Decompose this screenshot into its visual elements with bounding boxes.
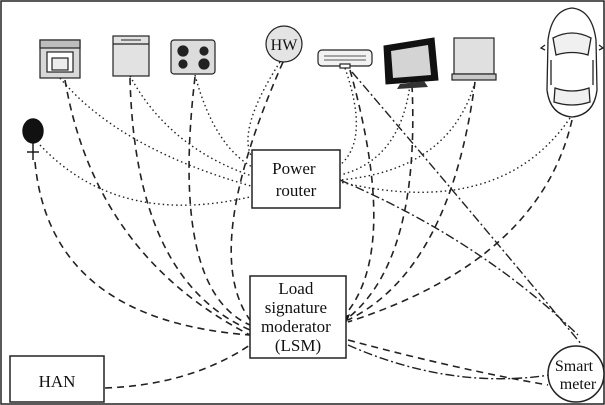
meter-link-lsm bbox=[347, 344, 551, 380]
signal-link-meter bbox=[347, 339, 549, 386]
signal-link-tv bbox=[347, 84, 414, 319]
lsm-node: Load signature moderator (LSM) bbox=[249, 275, 347, 359]
power-link-freezer bbox=[129, 75, 259, 179]
han-label: HAN bbox=[39, 372, 76, 391]
power-link-lamp bbox=[39, 144, 259, 206]
signal-link-washer bbox=[64, 79, 251, 336]
hot-water-heater-icon: HW bbox=[265, 25, 303, 63]
svg-text:Load signature mod: Load signature moderator (LSM) bbox=[261, 279, 335, 355]
power-link-cooktop bbox=[194, 74, 259, 171]
meter-links bbox=[339, 71, 583, 380]
signal-link-ac bbox=[344, 69, 375, 316]
power-link-ac bbox=[339, 67, 358, 166]
power-link-washer bbox=[59, 77, 259, 189]
power-link-tv bbox=[339, 84, 411, 176]
electric-car-icon bbox=[539, 7, 605, 118]
meter-link-ac bbox=[351, 71, 583, 346]
signal-link-car bbox=[347, 119, 573, 323]
appliance-box-icon bbox=[451, 37, 497, 81]
signal-links bbox=[34, 61, 573, 389]
power-router-label-line-2: router bbox=[276, 181, 317, 200]
lsm-label-line-4: (LSM) bbox=[275, 336, 321, 355]
signal-link-han bbox=[104, 344, 251, 389]
washing-machine-icon bbox=[39, 39, 81, 79]
power-router-node: Power router bbox=[251, 149, 341, 209]
lsm-label-line-1: Load bbox=[278, 279, 313, 298]
power-link-car bbox=[339, 117, 571, 193]
power-link-box bbox=[339, 81, 476, 181]
smart-meter-label-line-2: meter bbox=[560, 376, 597, 393]
han-node: HAN bbox=[9, 355, 105, 403]
lsm-label-line-2: signature bbox=[265, 298, 327, 317]
lsm-label-line-3: moderator bbox=[261, 317, 331, 336]
signal-link-box bbox=[347, 81, 476, 321]
freezer-icon bbox=[112, 35, 150, 77]
air-conditioner-icon bbox=[317, 49, 373, 69]
power-router-label-line-1: Power bbox=[272, 159, 316, 178]
signal-link-freezer bbox=[129, 77, 251, 331]
signal-link-lamp bbox=[34, 161, 251, 336]
svg-text:Smart meter: Smart meter bbox=[555, 358, 597, 393]
lamp-icon bbox=[22, 118, 44, 160]
svg-text:Power router: Power router bbox=[272, 159, 320, 200]
smart-meter-node: Smart meter bbox=[547, 345, 605, 403]
hw-label: HW bbox=[271, 37, 299, 54]
smart-meter-label-line-1: Smart bbox=[555, 358, 594, 375]
television-icon bbox=[383, 37, 439, 89]
signal-link-hw bbox=[230, 61, 284, 321]
signal-link-cooktop bbox=[188, 76, 251, 326]
meter-link-router bbox=[339, 179, 579, 336]
cooktop-icon bbox=[170, 39, 216, 75]
